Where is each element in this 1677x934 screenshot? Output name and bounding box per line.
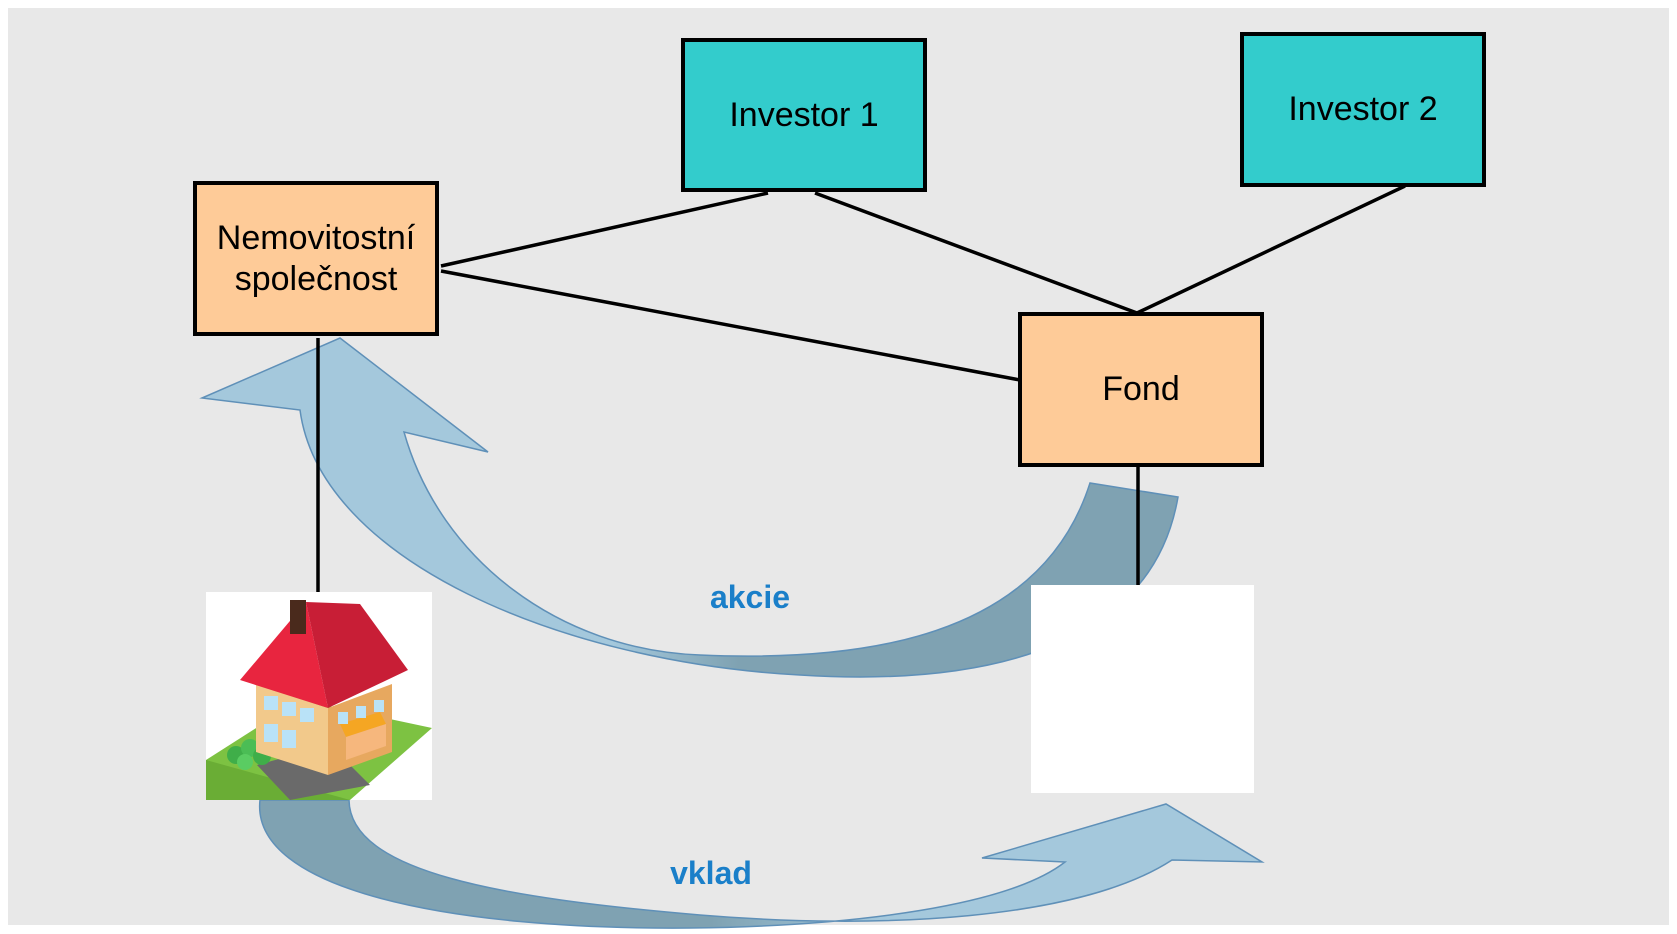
node-investor-1: Investor 1 [681,38,927,192]
node-real-estate-company: Nemovitostní společnost [193,181,439,336]
deposit-flow-label: vklad [670,855,752,891]
connector-company-fund [440,269,1021,382]
node-fund: Fond [1018,312,1264,467]
house-icon [206,592,432,800]
connector-investor1-fund [814,191,1138,315]
shares-flow-label: akcie [709,579,791,615]
node-investor-2-label: Investor 2 [1288,90,1438,129]
fund-asset-placeholder [1031,585,1254,793]
deposit-flow-arrow [259,799,1265,929]
node-investor-2: Investor 2 [1240,32,1486,187]
node-real-estate-company-label: Nemovitostní společnost [216,218,416,298]
connector-investor2-fund [1136,184,1406,315]
node-fund-label: Fond [1102,370,1180,409]
node-investor-1-label: Investor 1 [729,95,879,134]
shares-flow-arrow [199,337,1179,678]
connector-company-investor1 [440,191,769,268]
